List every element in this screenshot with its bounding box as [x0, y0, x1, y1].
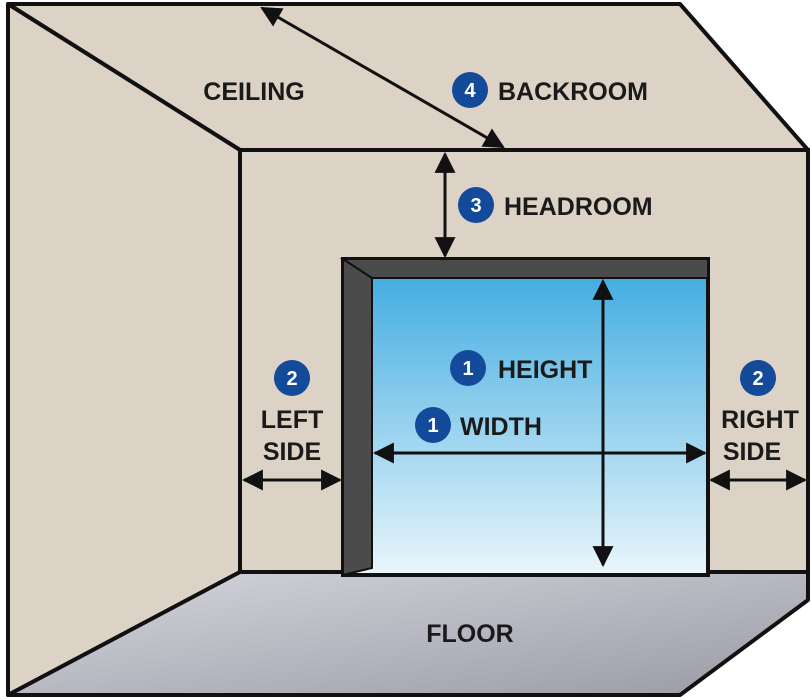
height-label: HEIGHT	[498, 356, 592, 384]
backroom-arrow	[260, 6, 505, 149]
badge-left-side: 2	[274, 360, 310, 396]
badge-height-number: 1	[462, 358, 473, 380]
floor-label: FLOOR	[426, 620, 514, 648]
badge-backroom-number: 4	[464, 80, 476, 102]
badge-height: 1	[450, 350, 486, 386]
badge-width: 1	[415, 407, 451, 443]
badge-backroom: 4	[452, 72, 488, 108]
floor-surface	[6, 570, 810, 697]
door-header	[339, 258, 709, 279]
door-opening	[341, 257, 710, 577]
badge-width-number: 1	[427, 415, 438, 437]
ceiling-label: CEILING	[203, 78, 304, 106]
headroom-label: HEADROOM	[504, 193, 653, 221]
badge-right-side-number: 2	[752, 368, 763, 390]
right-side-label-line1: RIGHT	[721, 406, 799, 434]
badge-headroom: 3	[458, 187, 494, 223]
badge-headroom-number: 3	[470, 195, 481, 217]
badge-right-side: 2	[740, 360, 776, 396]
width-label: WIDTH	[460, 413, 542, 441]
door-jamb-left	[342, 257, 373, 577]
left-side-label-line2: SIDE	[263, 438, 321, 466]
backroom-label: BACKROOM	[498, 78, 648, 106]
left-side-label-line1: LEFT	[261, 406, 324, 434]
badge-left-side-number: 2	[286, 368, 297, 390]
right-side-label-line2: SIDE	[723, 438, 781, 466]
